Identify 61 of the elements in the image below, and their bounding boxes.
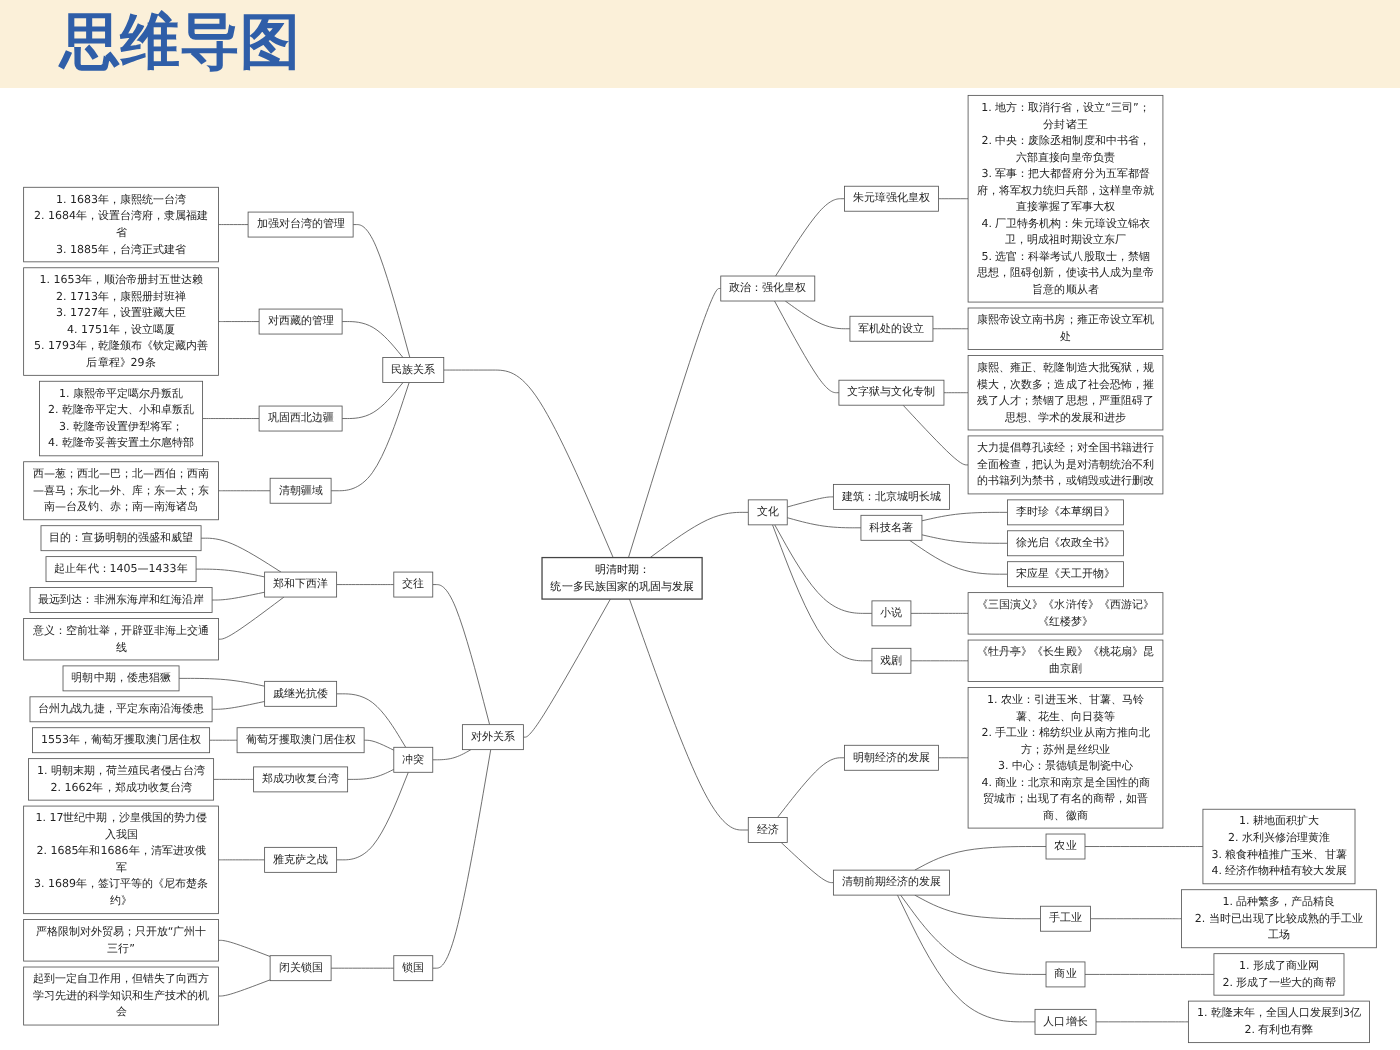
connector [774,300,840,394]
connector [330,382,410,492]
connector [218,596,285,640]
connector [352,224,411,358]
connector [943,392,969,394]
connector [628,288,722,558]
connector [336,693,407,748]
connector [363,739,395,751]
connector [218,939,271,957]
connector [774,524,873,614]
connector [786,517,862,529]
connector [902,404,969,466]
connector [897,894,1036,1023]
connector [777,757,845,818]
connector [218,979,271,997]
connector [202,418,260,419]
connector [209,739,238,741]
connector [213,778,255,780]
connector [218,859,266,861]
connector [910,612,969,614]
connector [914,894,1041,920]
connector [786,496,834,508]
connector [1084,846,1204,847]
connector [432,749,492,969]
connector [218,490,271,492]
connector [772,524,873,662]
connector [775,198,845,277]
connector [336,771,409,861]
connector [211,701,266,710]
connector [910,660,969,662]
connector [629,598,749,831]
connector [443,369,614,558]
connector [921,534,1008,544]
connector [347,768,395,780]
connector [200,537,282,573]
connector [341,321,404,358]
connector [336,584,395,585]
connector [211,591,266,601]
connector [921,511,1008,522]
connector [938,198,969,200]
connector [1095,1021,1189,1023]
connector [938,757,969,759]
connector [914,846,1047,871]
connector [780,842,834,884]
connector [432,584,491,726]
connector [218,321,260,322]
connector [784,300,851,330]
connector [909,539,1008,575]
title: 思维导图 [60,6,300,82]
connector [178,677,266,687]
connector [432,749,472,761]
connector [932,328,969,330]
connector [330,967,395,969]
connector [195,568,266,578]
connector [649,511,749,558]
connector [522,598,611,738]
connector [341,382,404,419]
connector [900,894,1047,975]
connector [1090,918,1182,920]
connector [1084,974,1215,975]
connector [218,224,249,225]
